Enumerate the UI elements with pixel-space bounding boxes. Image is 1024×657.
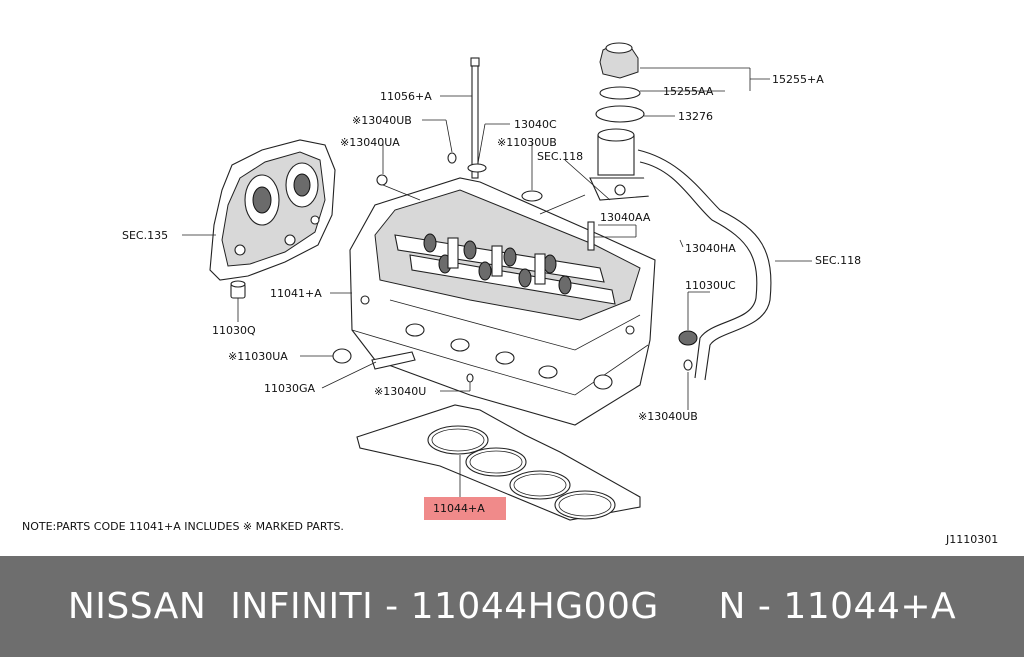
footer-banner: NISSAN INFINITI - 11044HG00G N - 11044+A (0, 556, 1024, 657)
dowel-13040ub-bottom-drawing (683, 359, 693, 371)
label-11030ub: ※11030UB (497, 136, 557, 149)
label-13040ub-top: ※13040UB (352, 114, 412, 127)
seal-15255aa-drawing (599, 86, 641, 100)
label-13040ha: 13040HA (685, 242, 736, 255)
label-13040c: 13040C (514, 118, 557, 131)
dowel-13040ub-top-drawing (447, 152, 457, 164)
dowel-13040ua-top-drawing (376, 174, 388, 186)
tube-11030ga-drawing (371, 351, 416, 370)
label-11030q: 11030Q (212, 324, 256, 337)
label-11056a: 11056+A (380, 90, 432, 103)
label-13040ub-bottom: ※13040UB (638, 410, 698, 423)
label-11030ga: 11030GA (264, 382, 316, 395)
breather-hose-inner (639, 161, 758, 379)
plug-11030uc-drawing (678, 330, 698, 346)
note-text: NOTE:PARTS CODE 11041+A INCLUDES ※ MARKE… (22, 520, 344, 533)
dowel-13040u-drawing (466, 373, 474, 383)
bolt-11056a-drawing (470, 57, 480, 179)
diagram-code: J1110301 (945, 533, 998, 546)
label-13040aa: 13040AA (600, 211, 651, 224)
label-15255a: 15255+A (772, 73, 824, 86)
plug-11030ua-drawing (332, 348, 352, 364)
highlight-box-11044a (424, 497, 506, 520)
label-11041a: 11041+A (270, 287, 322, 300)
label-13276: 13276 (678, 110, 713, 123)
plug-11030ub-drawing (521, 190, 543, 202)
housing-sec118-drawing (589, 128, 651, 201)
plug-11030q-drawing (230, 280, 246, 299)
label-sec118-right: SEC.118 (815, 254, 861, 267)
oring-13276-drawing (595, 105, 645, 123)
label-13040u: ※13040U (374, 385, 426, 398)
label-13040ua-top: ※13040UA (340, 136, 400, 149)
label-11044a: 11044+A (433, 502, 485, 515)
label-11030ua: ※11030UA (228, 350, 288, 363)
label-sec135: SEC.135 (122, 229, 168, 242)
label-11030uc: 11030UC (685, 279, 736, 292)
washer-13040c-drawing (467, 163, 487, 173)
label-sec118-top: SEC.118 (537, 150, 583, 163)
parts-diagram: 11056+A ※13040UB ※13040UA 13040C ※11030U… (22, 42, 999, 546)
leader-lines (182, 67, 812, 497)
bolt-13040aa-drawing (587, 221, 595, 251)
label-15255aa: 15255AA (663, 85, 714, 98)
head-gasket-drawing (356, 404, 641, 521)
timing-cover-drawing (209, 139, 336, 281)
footer-part-title: NISSAN INFINITI - 11044HG00G N - 11044+A (67, 586, 957, 627)
cylinder-head-drawing (349, 177, 656, 426)
cap-15255aa-drawing (599, 42, 639, 79)
